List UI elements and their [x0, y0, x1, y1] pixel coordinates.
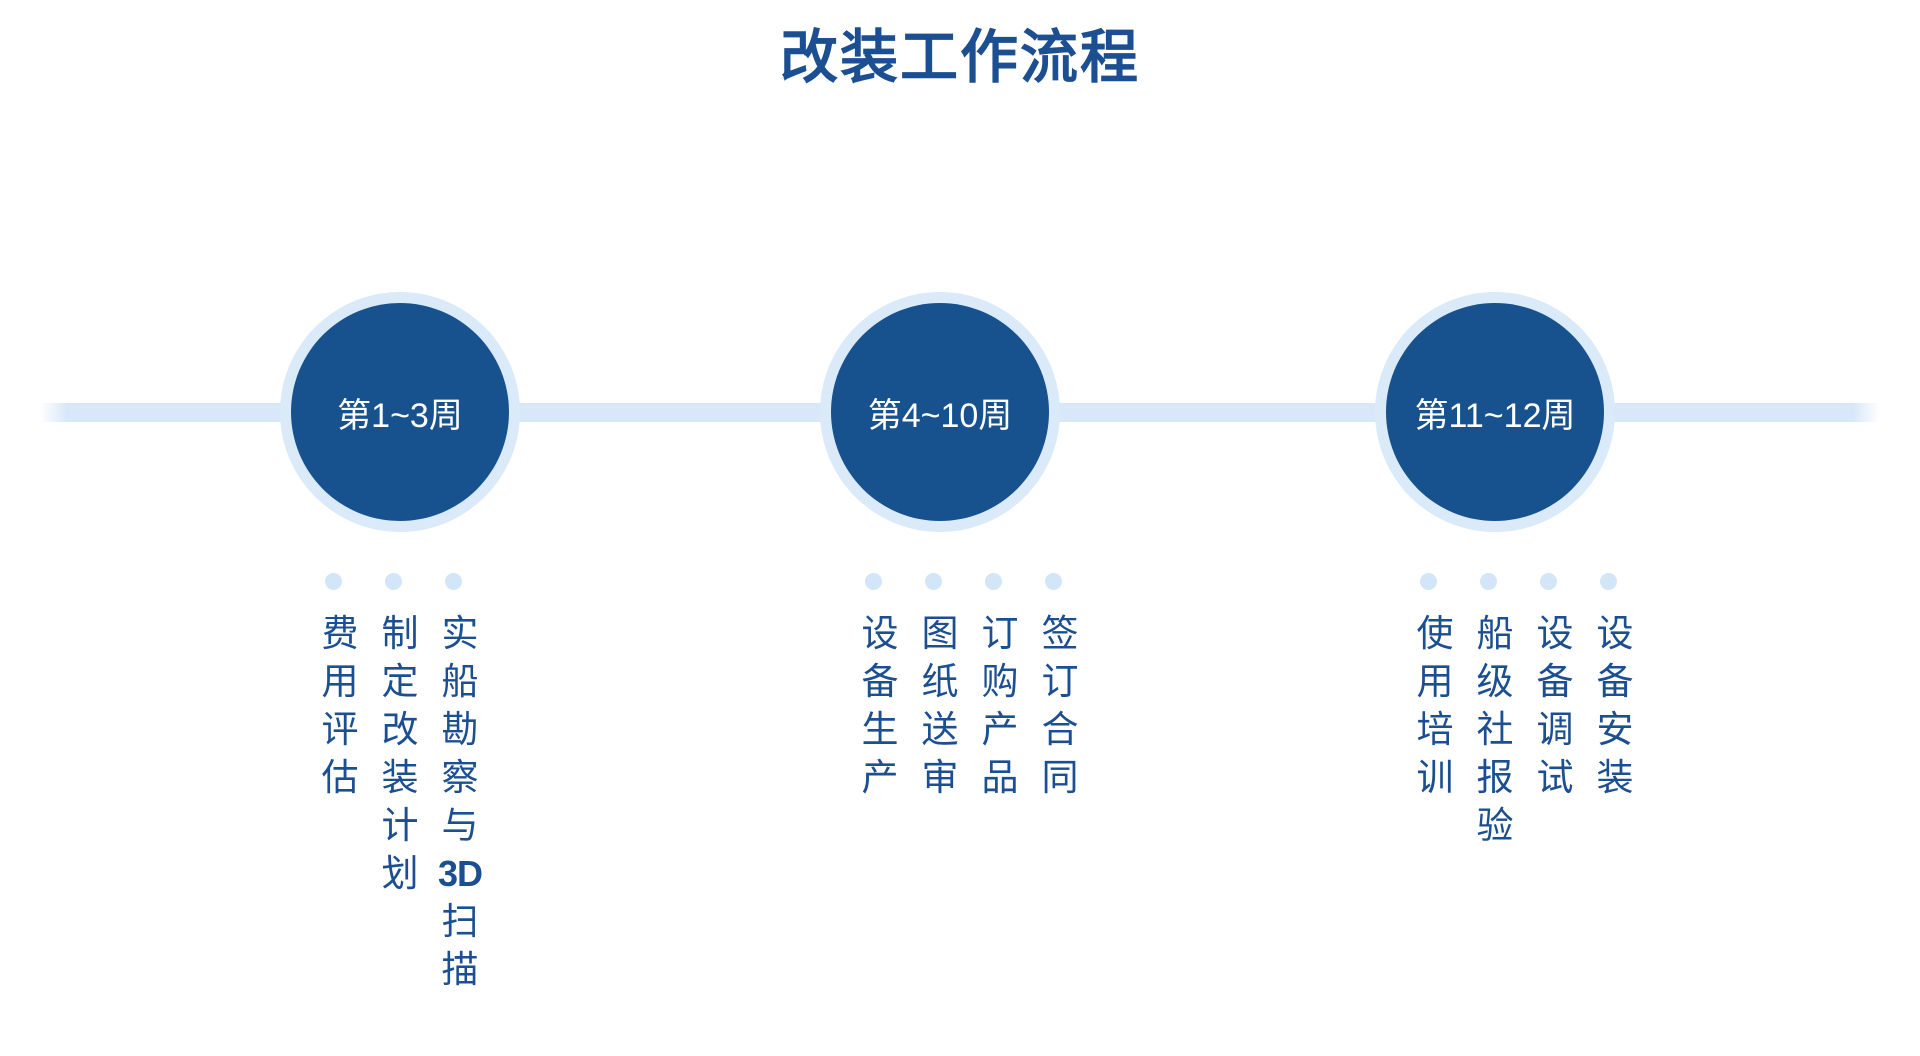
task-label[interactable]: 设备生产 — [850, 610, 910, 802]
task-label-char: 实 — [441, 612, 479, 655]
phase-node-2[interactable]: 第4~10周 — [831, 303, 1049, 521]
task-label[interactable]: 船级社报验 — [1465, 610, 1525, 850]
task-label-char: 试 — [1536, 756, 1574, 799]
task-label-char: 备 — [1596, 660, 1634, 703]
task-label-char: 品 — [981, 756, 1019, 799]
phase-task-columns-3: 设备安装设备调试船级社报验使用培训 — [1405, 610, 1645, 850]
timeline-axis-fade-right — [1854, 403, 1880, 422]
task-label-char: 送 — [921, 708, 959, 751]
task-label-char: 报 — [1476, 756, 1514, 799]
phase-node-label: 第4~10周 — [867, 396, 1013, 435]
task-dot — [925, 573, 942, 590]
task-label-char: 描 — [441, 948, 479, 991]
task-dot — [1480, 573, 1497, 590]
task-label-char: 调 — [1536, 708, 1574, 751]
task-label-char: 纸 — [921, 660, 959, 703]
task-dot — [865, 573, 882, 590]
phase-node-3[interactable]: 第11~12周 — [1386, 303, 1604, 521]
timeline-axis-fade-left — [40, 403, 66, 422]
task-label-char: 审 — [921, 756, 959, 799]
task-label[interactable]: 设备调试 — [1525, 610, 1585, 802]
task-label[interactable]: 费用评估 — [310, 610, 370, 802]
task-label-char: 勘 — [441, 708, 479, 751]
task-label-char: 培 — [1416, 708, 1454, 751]
task-dot — [1420, 573, 1437, 590]
phase-dots-1 — [325, 573, 462, 591]
task-label[interactable]: 图纸送审 — [910, 610, 970, 802]
task-label-char: 改 — [381, 708, 419, 751]
task-label-char: 同 — [1041, 756, 1079, 799]
phase-node-label: 第1~3周 — [337, 396, 463, 435]
task-label-char: 订 — [981, 612, 1019, 655]
task-label-char: 划 — [381, 852, 419, 895]
task-label-char: 社 — [1476, 708, 1514, 751]
task-label-char: 备 — [1536, 660, 1574, 703]
task-label-char: 装 — [381, 756, 419, 799]
task-label-char: 费 — [321, 612, 359, 655]
task-label-char: 3D — [437, 853, 483, 894]
task-label-char: 估 — [321, 756, 359, 799]
task-label[interactable]: 签订合同 — [1030, 610, 1090, 802]
task-label-char: 产 — [861, 756, 899, 799]
task-label-char: 设 — [1596, 612, 1634, 655]
task-label-char: 图 — [921, 612, 959, 655]
task-label-char: 察 — [441, 756, 479, 799]
task-label-char: 使 — [1416, 612, 1454, 655]
task-label-char: 船 — [1476, 612, 1514, 655]
task-label-char: 设 — [1536, 612, 1574, 655]
page-title: 改装工作流程 — [779, 23, 1140, 91]
task-label-char: 训 — [1416, 756, 1454, 799]
task-label-char: 船 — [441, 660, 479, 703]
task-dot — [325, 573, 342, 590]
task-label-char: 安 — [1596, 708, 1634, 751]
task-label-char: 评 — [321, 708, 359, 751]
task-label[interactable]: 设备安装 — [1585, 610, 1645, 802]
phase-node-label: 第11~12周 — [1414, 396, 1576, 435]
phase-node-1[interactable]: 第1~3周 — [291, 303, 509, 521]
phase-task-columns-2: 签订合同订购产品图纸送审设备生产 — [850, 610, 1090, 802]
task-label-char: 验 — [1476, 804, 1514, 847]
task-label[interactable]: 使用培训 — [1405, 610, 1465, 802]
task-label-char: 扫 — [441, 900, 479, 943]
task-label[interactable]: 实船勘察与 3D 扫描 — [430, 610, 490, 994]
task-label-char: 级 — [1476, 660, 1514, 703]
task-dot — [985, 573, 1002, 590]
task-label-char: 订 — [1041, 660, 1079, 703]
task-dot — [1045, 573, 1062, 590]
task-label-char: 设 — [861, 612, 899, 655]
task-dot — [1600, 573, 1617, 590]
task-dot — [445, 573, 462, 590]
task-label-char: 制 — [381, 612, 419, 655]
task-label-char: 计 — [381, 804, 419, 847]
task-dot — [385, 573, 402, 590]
task-label-char: 购 — [981, 660, 1019, 703]
task-label-char: 生 — [861, 708, 899, 751]
task-label-char: 定 — [381, 660, 419, 703]
task-label[interactable]: 订购产品 — [970, 610, 1030, 802]
task-label-char: 产 — [981, 708, 1019, 751]
task-label-char: 签 — [1041, 612, 1079, 655]
task-dot — [1540, 573, 1557, 590]
phase-dots-2 — [865, 573, 1062, 591]
task-label-char: 装 — [1596, 756, 1634, 799]
task-label[interactable]: 制定改装计划 — [370, 610, 430, 898]
task-label-char: 用 — [321, 660, 359, 703]
phase-dots-3 — [1420, 573, 1617, 591]
task-label-char: 备 — [861, 660, 899, 703]
task-label-char: 用 — [1416, 660, 1454, 703]
task-label-char: 合 — [1041, 708, 1079, 751]
task-label-char: 与 — [441, 804, 479, 847]
